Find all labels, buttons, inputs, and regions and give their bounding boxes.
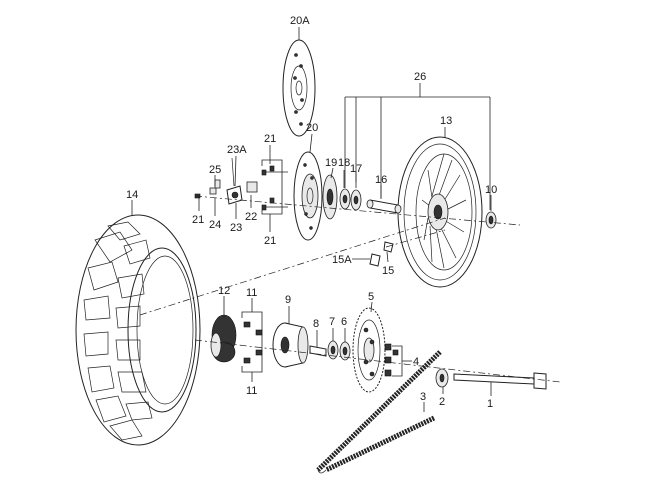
bearing-18: [339, 188, 351, 210]
spacer-tube-16: [366, 199, 402, 214]
bearing-7: [327, 340, 339, 360]
bolts-11: [241, 311, 263, 373]
label-25: 25: [209, 164, 221, 176]
rear-axle-1: [453, 372, 547, 390]
label-8: 8: [313, 318, 319, 330]
bearing-17: [350, 189, 362, 211]
spacer-8: [309, 345, 327, 357]
label-24: 24: [209, 219, 221, 231]
label-18: 18: [338, 157, 350, 169]
label-19: 19: [325, 157, 337, 169]
label-17: 17: [350, 163, 362, 175]
label-6: 6: [341, 316, 347, 328]
label-23a: 23A: [227, 144, 247, 156]
brake-disc-20: [293, 151, 323, 241]
label-15: 15: [382, 265, 394, 277]
label-11-top: 11: [246, 287, 257, 299]
centerlines: [139, 195, 561, 383]
oil-seal-10: [485, 211, 497, 229]
collar-2: [435, 368, 449, 388]
nuts-4: [384, 343, 412, 377]
label-3: 3: [420, 391, 426, 403]
rear-sprocket-5: [352, 307, 386, 393]
label-26: 26: [414, 71, 426, 83]
label-10: 10: [485, 184, 497, 196]
label-12: 12: [218, 285, 230, 297]
label-15a: 15A: [332, 254, 352, 266]
label-7: 7: [329, 316, 335, 328]
label-2: 2: [439, 396, 445, 408]
drive-chain-3: [316, 350, 442, 474]
label-14: 14: [126, 189, 138, 201]
bolts-21-22: [246, 165, 288, 211]
cush-drive-12: [210, 314, 237, 363]
rear-wheel-rim: [397, 136, 483, 288]
valve-15: [369, 241, 394, 267]
label-5: 5: [368, 291, 374, 303]
label-22: 22: [245, 211, 257, 223]
label-20: 20: [306, 122, 318, 134]
label-9: 9: [285, 294, 291, 306]
label-13: 13: [440, 115, 452, 127]
label-11-bottom: 11: [246, 385, 257, 397]
brake-disc-20a: [282, 39, 316, 137]
rear-hub-9: [272, 322, 309, 368]
label-23: 23: [230, 222, 242, 234]
label-20a: 20A: [290, 15, 310, 27]
label-21-left: 21: [192, 214, 204, 226]
disc-carrier-19: [322, 174, 338, 220]
label-16: 16: [375, 174, 387, 186]
tire-14: [75, 214, 201, 446]
label-21-top: 21: [264, 133, 276, 145]
label-1: 1: [487, 398, 493, 410]
label-21-bottom: 21: [264, 235, 276, 247]
label-4: 4: [413, 356, 419, 368]
leader-bracket-26: [344, 83, 491, 210]
part-labels: 20A 26 13 21 20 23A 19 18 17 16 10 25 14…: [126, 15, 497, 410]
